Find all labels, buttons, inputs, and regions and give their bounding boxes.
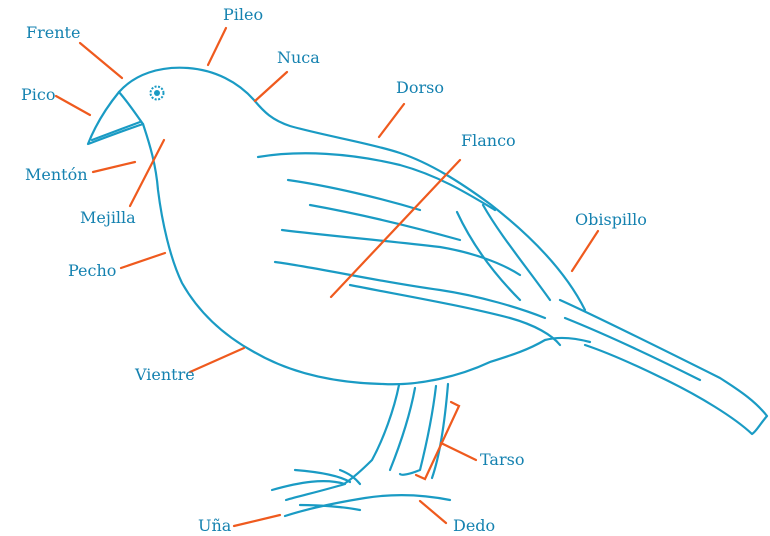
leader-pecho xyxy=(121,253,165,268)
leader-nuca xyxy=(255,72,287,101)
leader-frente xyxy=(80,43,122,78)
leader-pico xyxy=(56,96,90,115)
label-flanco: Flanco xyxy=(461,133,516,149)
bird-outline xyxy=(88,68,767,516)
label-pico: Pico xyxy=(21,87,55,103)
label-pecho: Pecho xyxy=(68,263,116,279)
leader-flanco xyxy=(331,160,460,297)
leader-obispillo xyxy=(572,231,598,271)
label-obispillo: Obispillo xyxy=(575,212,647,228)
leader-tarso xyxy=(441,443,476,460)
label-una: Uña xyxy=(198,518,231,534)
leader-una xyxy=(234,515,280,526)
tail-feather-line xyxy=(565,318,700,380)
label-dorso: Dorso xyxy=(396,80,444,96)
label-vientre: Vientre xyxy=(135,367,195,383)
beak-mouth-line xyxy=(92,122,140,140)
leader-vientre xyxy=(190,348,244,372)
chin-throat-outline xyxy=(143,124,590,384)
wing-feather-2 xyxy=(275,262,545,318)
leg-front-inner xyxy=(390,388,415,470)
leader-dorso xyxy=(379,104,404,137)
leader-tarso-bracket xyxy=(416,402,459,479)
toes-front xyxy=(272,470,360,500)
wing-primary-edge xyxy=(457,212,520,300)
label-mejilla: Mejilla xyxy=(80,210,136,226)
label-nuca: Nuca xyxy=(277,50,320,66)
leader-menton xyxy=(93,162,135,172)
leg-back xyxy=(400,386,436,475)
wing-primary-edge-2 xyxy=(483,205,550,300)
eye-icon xyxy=(151,87,164,100)
label-pileo: Pileo xyxy=(223,7,263,23)
wing-feather-3 xyxy=(350,285,560,345)
leader-dedo xyxy=(420,501,446,523)
beak-outline xyxy=(88,92,143,144)
leader-pileo xyxy=(208,28,226,65)
label-dedo: Dedo xyxy=(453,518,495,534)
label-frente: Frente xyxy=(26,25,80,41)
label-tarso: Tarso xyxy=(480,452,524,468)
wing-covert-1 xyxy=(288,180,420,210)
label-menton: Mentón xyxy=(25,167,88,183)
tail-outline xyxy=(560,300,767,434)
